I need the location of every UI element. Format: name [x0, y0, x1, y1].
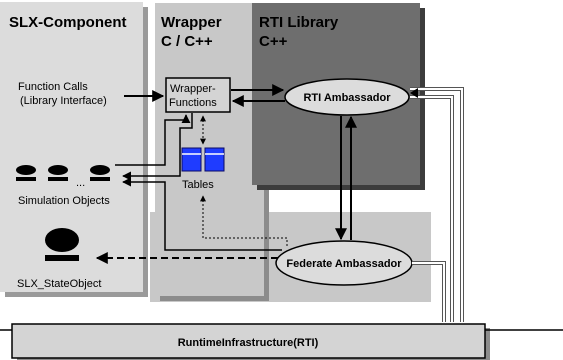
rti-ambassador-ellipse	[284, 78, 410, 116]
arrowhead-rti-ambassador	[410, 88, 418, 98]
wrapper-functions-box	[165, 77, 231, 113]
state-object-label: SLX_StateObject	[17, 278, 101, 290]
simulation-objects-label: Simulation Objects	[18, 195, 110, 207]
arrow-federate-to-slx	[122, 177, 282, 251]
wrapper-functions-label-1: Wrapper-	[170, 83, 216, 95]
rti-library-panel-title-2: C++	[259, 33, 288, 50]
function-calls-label-1: Function Calls	[18, 81, 88, 93]
arrow-wrapper-to-simulation-objects	[122, 113, 193, 181]
connector-rti-ambassador-to-rti-1-inner	[410, 88, 463, 322]
slx-panel-title: SLX-Component	[9, 14, 127, 31]
tables-label: Tables	[182, 179, 214, 191]
federate-ambassador-label: Federate Ambassador	[286, 258, 402, 270]
wrapper-functions-label-2: Functions	[169, 97, 217, 109]
arrow-tables-federate-dotted	[200, 195, 288, 246]
rti-ambassador-label: RTI Ambassador	[303, 92, 391, 104]
connector-rti-ambassador-to-rti-2-inner	[410, 96, 453, 322]
rti-library-panel-title-1: RTI Library	[259, 14, 339, 31]
rti-bar	[11, 323, 486, 359]
simulation-object-icon	[48, 165, 68, 181]
rti-bar-label: RuntimeInfrastructure(RTI)	[178, 337, 319, 349]
connector-federate-to-rti-inner	[412, 262, 445, 322]
state-object-icon	[45, 228, 79, 261]
arrow-simulation-objects-to-wrapper	[115, 114, 191, 166]
simulation-object-icon	[90, 165, 110, 181]
wrapper-panel-title-1: Wrapper	[161, 14, 222, 31]
wrapper-panel-title-2: C / C++	[161, 33, 213, 50]
tables-icon	[181, 147, 225, 172]
simulation-object-icon	[16, 165, 36, 181]
ellipsis-label: ...	[76, 177, 85, 189]
function-calls-label-2: (Library Interface)	[20, 95, 107, 107]
